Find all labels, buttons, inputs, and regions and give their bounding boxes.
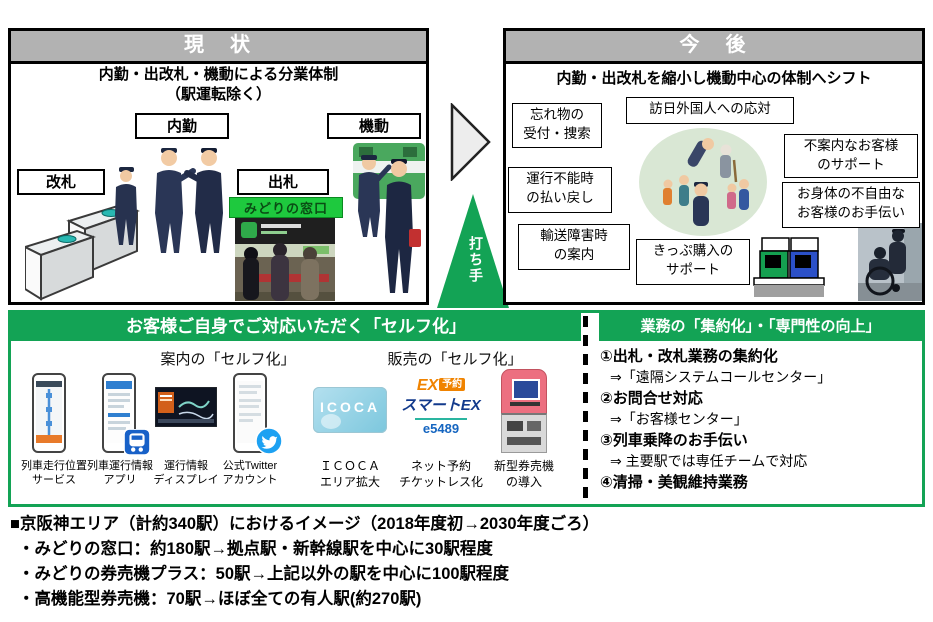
future-box-unfamiliar-support: 不案内なお客様 のサポート	[784, 134, 918, 178]
current-panel: 現 状 内勤・出改札・機動による分業体制 （駅運転除く） 内勤 機動 改札 出札	[8, 28, 429, 305]
uchite-triangle-icon	[437, 194, 509, 308]
consolidation-line: ③列車乗降のお手伝い	[600, 432, 748, 449]
uchite-label: 打ち手	[468, 236, 484, 284]
current-panel-title: 現 状	[11, 31, 426, 64]
consolidation-line: ⇒「お客様センター」	[610, 411, 748, 427]
label-kido: 機動	[327, 113, 421, 139]
consolidation-line: ⇒「遠隔システムコールセンター」	[610, 369, 832, 385]
station-staff-icon	[155, 148, 223, 253]
self-item-label: ＩＣＯＣＡ エリア拡大	[319, 459, 380, 489]
footer-line: ・高機能型券売機：70駅→ほぼ全ての有人駅(約270駅)	[18, 590, 422, 608]
gate-officer-icon	[115, 167, 137, 245]
icoca-card-label: ICOCA	[319, 399, 381, 415]
sales-self-subtitle: 販売の「セルフ化」	[387, 351, 523, 368]
footer-line: ■京阪神エリア（計約340駅）におけるイメージ（2018年度初→2030年度ごろ…	[10, 515, 600, 533]
consolidation-line: ②お問合せ対応	[600, 390, 703, 407]
self-item-label: ネット予約 チケットレス化	[398, 459, 483, 489]
label-kaisatsu: 改札	[17, 169, 105, 195]
self-panel-title: お客様ご自身でご対応いただく「セルフ化」	[11, 313, 581, 341]
consolidation-line: ④清掃・美観維持業務	[600, 474, 748, 491]
label-shussatsu: 出札	[237, 169, 329, 195]
consolidation-panel-title: 業務の「集約化」・「専門性の向上」	[599, 313, 922, 341]
future-box-disruption-info: 輸送障害時 の案内	[518, 224, 630, 270]
future-panel: 今 後 内勤・出改札を縮小し機動中心の体制へシフト	[503, 28, 925, 305]
panel-divider	[583, 316, 588, 500]
e5489-logo: e5489	[414, 418, 468, 437]
consolidation-list: ①出札・改札業務の集約化 ⇒「遠隔システムコールセンター」 ②お問合せ対応 ⇒「…	[600, 346, 915, 493]
self-item-label: 運行情報 ディスプレイ	[153, 460, 219, 487]
twitter-bird-icon	[255, 427, 283, 455]
midori-madoguchi-sign: みどりの窓口	[229, 197, 343, 218]
footer-line: ・みどりの窓口：約180駅→拠点駅・新幹線駅を中心に30駅程度	[18, 540, 493, 558]
customers-circle-illustration	[639, 128, 767, 236]
self-item-label: 新型券売機 の導入	[493, 459, 554, 489]
future-panel-subtitle: 内勤・出改札を縮小し機動中心の体制へシフト	[556, 70, 872, 87]
future-box-ticket-support: きっぷ購入の サポート	[636, 239, 750, 285]
right-arrow-icon	[450, 103, 491, 181]
future-box-lost-items: 忘れ物の 受付・捜索	[512, 103, 602, 148]
bottom-panel: お客様ご自身でご対応いただく「セルフ化」 業務の「集約化」・「専門性の向上」 案…	[8, 310, 925, 507]
icoca-mascot	[321, 414, 341, 429]
vending-machine-photo	[501, 369, 547, 453]
icoca-card: ICOCA	[313, 387, 387, 433]
ex-logo-main: EX	[416, 377, 439, 394]
future-box-disabled-assist: お身体の不自由な お客様のお手伝い	[782, 182, 920, 228]
info-display-icon	[155, 387, 217, 427]
smart-ex-logo: スマートEX	[401, 397, 481, 414]
train-position-phone-icon	[32, 373, 66, 453]
self-item-label: 列車運行情報 アプリ	[87, 460, 153, 487]
self-item-label: 列車走行位置 サービス	[21, 460, 87, 487]
current-panel-subtitle: 内勤・出改札・機動による分業体制 （駅運転除く）	[98, 66, 339, 104]
label-naikin: 内勤	[135, 113, 229, 139]
future-panel-title: 今 後	[506, 31, 922, 64]
guide-self-subtitle: 案内の「セルフ化」	[160, 351, 296, 368]
ex-logo-badge: 予約	[439, 378, 466, 391]
mobile-staff-icon	[353, 143, 425, 293]
ticket-machines-icon	[753, 237, 825, 297]
consolidation-line: ⇒ 主要駅では専任チームで対応	[610, 453, 808, 469]
self-item-label: 公式Twitter アカウント	[222, 460, 278, 487]
footer-line: ・みどりの券売機プラス：50駅→上記以外の駅を中心に100駅程度	[18, 565, 510, 583]
midori-madoguchi-photo	[235, 218, 335, 301]
train-app-badge-icon	[124, 429, 150, 455]
footer-notes: ■京阪神エリア（計約340駅）におけるイメージ（2018年度初→2030年度ごろ…	[10, 512, 922, 612]
future-box-foreign-visitors: 訪日外国人への応対	[626, 97, 794, 124]
future-box-refunds: 運行不能時 の払い戻し	[508, 167, 612, 213]
consolidation-line: ①出札・改札業務の集約化	[600, 348, 778, 365]
wheelchair-assist-photo	[858, 223, 922, 301]
